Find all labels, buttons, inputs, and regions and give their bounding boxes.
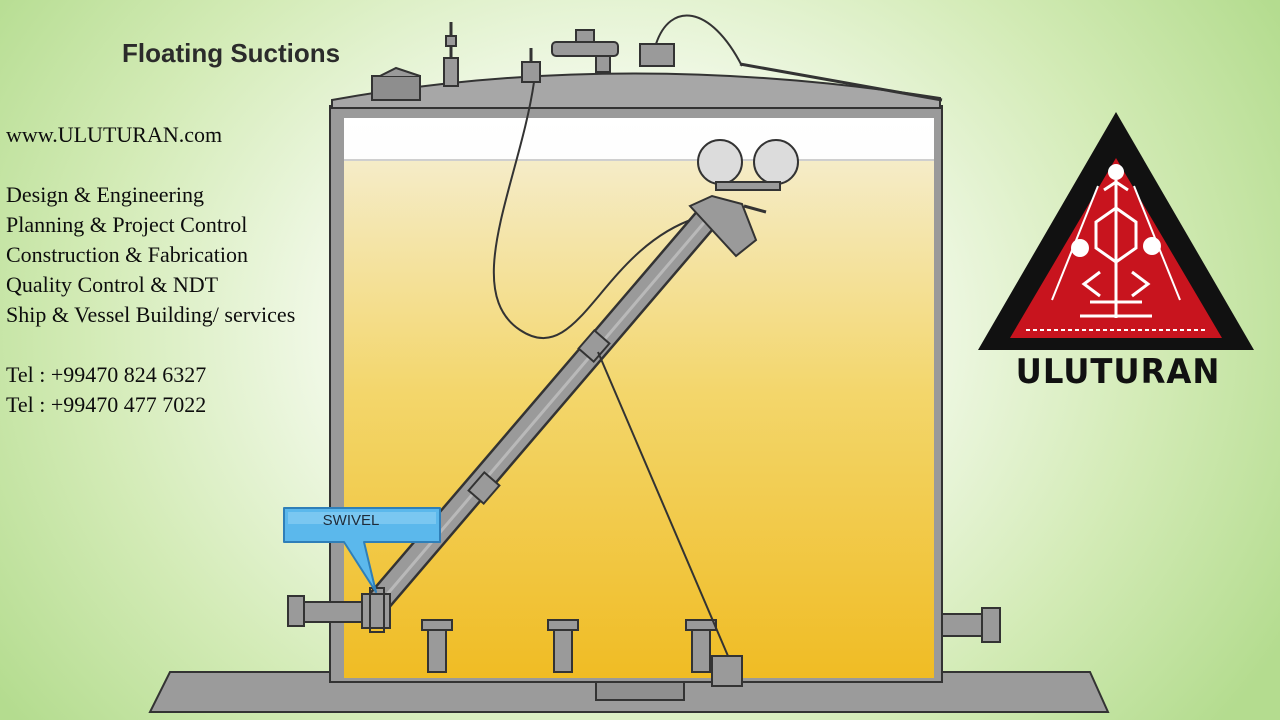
service-item: Quality Control & NDT (6, 272, 219, 297)
bottom-nozzles (421, 619, 743, 687)
tank-roof (331, 62, 943, 109)
float-cable (492, 81, 697, 339)
roof-fittings (443, 14, 743, 87)
phone-number: Tel : +99470 824 6327 (6, 362, 207, 387)
swivel-joint (361, 587, 391, 633)
swivel-callout (283, 507, 441, 593)
float-head (688, 139, 799, 258)
tank-shell (329, 105, 943, 683)
brand-name: ULUTURAN (1015, 352, 1221, 392)
service-item: Construction & Fabrication (6, 242, 248, 267)
service-item: Planning & Project Control (6, 212, 248, 237)
website-link[interactable]: www.ULUTURAN.com (6, 122, 223, 147)
swivel-callout-label: SWIVEL (322, 512, 380, 529)
company-info: www.ULUTURAN.com Design & Engineering Pl… (6, 120, 295, 420)
page-title: Floating Suctions (122, 38, 341, 68)
phone-number: Tel : +99470 477 7022 (6, 392, 207, 417)
service-item: Ship & Vessel Building/ services (6, 302, 296, 327)
tree-of-life-emblem-icon (978, 112, 1254, 350)
service-item: Design & Engineering (6, 182, 204, 207)
product-liquid (344, 160, 934, 678)
side-nozzles (287, 595, 1001, 643)
